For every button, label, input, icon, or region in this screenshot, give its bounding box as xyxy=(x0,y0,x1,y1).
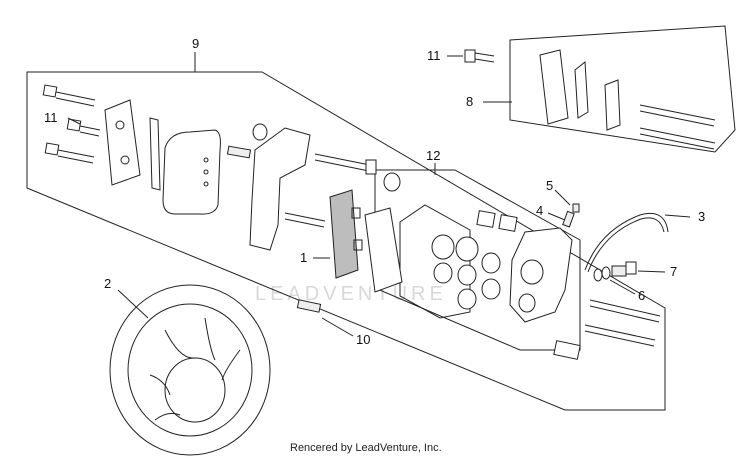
pistons xyxy=(431,210,518,310)
callout-6: 6 xyxy=(638,288,645,303)
bracket-bolts xyxy=(284,153,377,228)
callout-12: 12 xyxy=(426,148,440,163)
seal-kit-frame xyxy=(399,204,471,319)
brake-pad-rear xyxy=(364,207,403,293)
callout-3: 3 xyxy=(698,209,705,224)
bracket-plate xyxy=(104,99,141,186)
small-pin xyxy=(226,145,252,159)
washer xyxy=(252,123,268,141)
bolt-11-top xyxy=(464,49,476,63)
brake-disc xyxy=(109,284,271,456)
kit-bracket xyxy=(539,49,569,125)
leader-lines xyxy=(67,52,691,337)
banjo-bolt xyxy=(611,265,627,277)
bush xyxy=(383,172,401,192)
washer-6b xyxy=(601,266,611,280)
pad-kit-frame xyxy=(509,25,736,153)
callout-1: 1 xyxy=(300,250,307,265)
bleed-valve xyxy=(562,210,575,228)
caliper-body xyxy=(509,227,573,323)
caliper-pins xyxy=(553,299,661,360)
callout-2: 2 xyxy=(104,276,111,291)
callout-9: 9 xyxy=(192,36,199,51)
callout-7: 7 xyxy=(670,264,677,279)
callout-10: 10 xyxy=(356,332,370,347)
washer-6a xyxy=(593,268,603,282)
spring-clip xyxy=(149,117,161,191)
left-bolts xyxy=(42,84,101,164)
callout-8: 8 xyxy=(466,94,473,109)
caliper-bracket xyxy=(249,127,311,251)
bolt-10 xyxy=(296,299,322,313)
brake-pad-front xyxy=(329,189,359,279)
pad-shim xyxy=(162,129,221,215)
callout-11-left: 11 xyxy=(44,110,58,125)
assembly-frame xyxy=(26,71,666,411)
watermark-text: LEADVENTURE xyxy=(255,283,447,305)
callout-11-top: 11 xyxy=(427,48,441,63)
footer-credit: Rencered by LeadVenture, Inc. xyxy=(290,442,442,454)
callout-5: 5 xyxy=(546,178,553,193)
bleed-cap xyxy=(572,203,580,213)
brake-hose xyxy=(584,212,669,271)
callout-4: 4 xyxy=(536,203,543,218)
